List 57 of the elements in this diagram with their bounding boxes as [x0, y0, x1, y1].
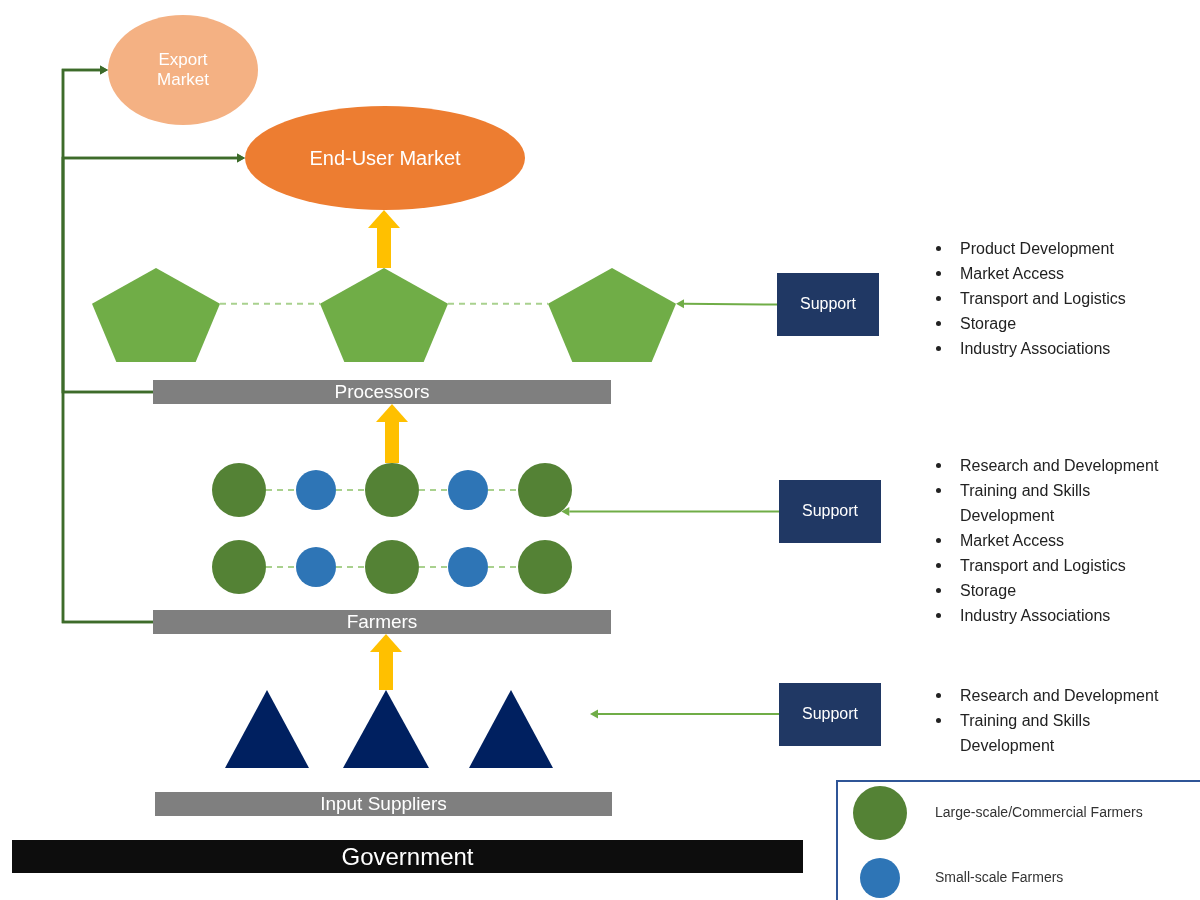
- support-arrow: [590, 709, 780, 719]
- processor-pentagon: [548, 268, 676, 362]
- market-ellipse: Export Market: [108, 15, 258, 125]
- dashed-link: [265, 489, 297, 491]
- large-farmer-circle: [212, 463, 266, 517]
- block-arrow: [376, 404, 408, 463]
- processors-bar: Processors: [153, 380, 611, 404]
- support-arrow: [676, 299, 778, 309]
- small-farmer-circle: [296, 470, 336, 510]
- dashed-link: [335, 566, 366, 568]
- dashed-link: [487, 566, 519, 568]
- bullet-item: Product Development: [960, 239, 1115, 259]
- bullet-item: Market Access: [960, 531, 1066, 551]
- supplier-triangle: [469, 690, 553, 768]
- bullet-item: Market Access: [960, 264, 1066, 284]
- large-farmer-circle: [365, 463, 419, 517]
- dashed-link: [418, 489, 449, 491]
- bullet-item: Industry Associations: [960, 339, 1112, 359]
- block-arrow: [368, 210, 400, 268]
- small-farmer-circle: [296, 547, 336, 587]
- bullet-item: Training and Skills Development: [960, 481, 1092, 526]
- legend-label: Large-scale/Commercial Farmers: [935, 804, 1143, 820]
- large-farmer-circle: [518, 463, 572, 517]
- farmers-bar: Farmers: [153, 610, 611, 634]
- support-box: Support: [779, 480, 881, 543]
- bullet-item: Transport and Logistics: [960, 289, 1127, 309]
- large-farmer-circle: [518, 540, 572, 594]
- bullet-item: Transport and Logistics: [960, 556, 1127, 576]
- dashed-link: [418, 566, 449, 568]
- large-farmer-circle: [212, 540, 266, 594]
- bullet-item: Research and Development: [960, 686, 1160, 706]
- supplier-triangle: [343, 690, 429, 768]
- small-farmer-circle: [448, 470, 488, 510]
- support-box: Support: [779, 683, 881, 746]
- bullet-item: Storage: [960, 314, 1018, 334]
- processor-pentagon: [320, 268, 448, 362]
- dashed-link: [335, 489, 366, 491]
- small-farmer-circle: [448, 547, 488, 587]
- dashed-link: [219, 302, 321, 305]
- support-arrow: [561, 507, 780, 516]
- government-bar: Government: [12, 840, 803, 873]
- suppliers-bar: Input Suppliers: [155, 792, 612, 816]
- support-box: Support: [777, 273, 879, 336]
- block-arrow: [370, 634, 402, 690]
- large-farmer-circle: [365, 540, 419, 594]
- dashed-link: [487, 489, 519, 491]
- bullet-item: Storage: [960, 581, 1018, 601]
- bullet-item: Industry Associations: [960, 606, 1112, 626]
- supplier-triangle: [225, 690, 309, 768]
- bullet-item: Training and Skills Development: [960, 711, 1092, 756]
- dashed-link: [265, 566, 297, 568]
- market-ellipse: End-User Market: [245, 106, 525, 210]
- processor-pentagon: [92, 268, 220, 362]
- bullet-item: Research and Development: [960, 456, 1160, 476]
- connector-arrow: [61, 153, 245, 394]
- dashed-link: [447, 302, 549, 305]
- legend-label: Small-scale Farmers: [935, 869, 1064, 885]
